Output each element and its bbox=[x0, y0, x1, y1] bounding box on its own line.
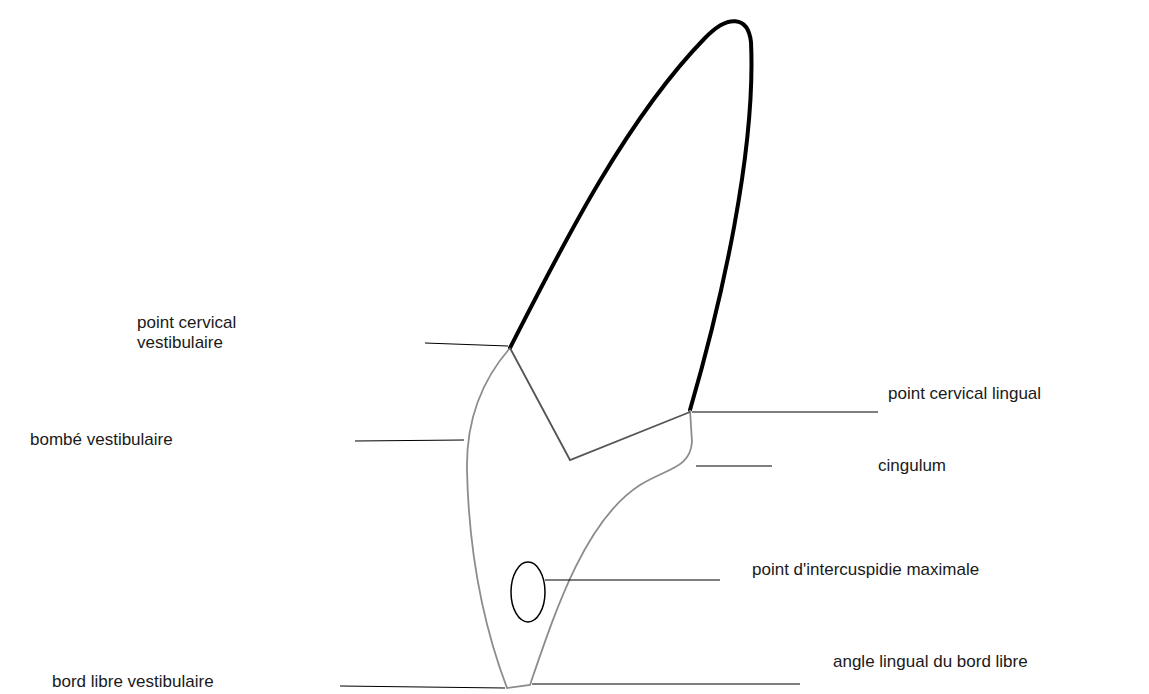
leader-line bbox=[532, 683, 800, 684]
leader-line bbox=[545, 579, 720, 580]
leader-line bbox=[692, 411, 878, 412]
leader-line bbox=[340, 686, 505, 688]
part-label: bord libre vestibulaire bbox=[52, 672, 342, 692]
part-label: point d'intercuspidie maximale bbox=[752, 560, 1132, 580]
leader-lines bbox=[340, 343, 878, 688]
leader-line bbox=[355, 440, 464, 441]
leader-line bbox=[696, 465, 772, 466]
contact-ellipse bbox=[511, 562, 545, 622]
root-outline bbox=[510, 21, 751, 410]
part-label: bombé vestibulaire bbox=[30, 430, 260, 450]
cervical-line bbox=[510, 348, 690, 460]
part-label: point cervical lingual bbox=[888, 384, 1138, 404]
part-label: cingulum bbox=[878, 456, 1078, 476]
leader-line bbox=[425, 343, 508, 346]
crown-outline bbox=[467, 348, 692, 688]
part-label: point cervical vestibulaire bbox=[137, 313, 297, 353]
part-label: angle lingual du bord libre bbox=[833, 652, 1033, 672]
